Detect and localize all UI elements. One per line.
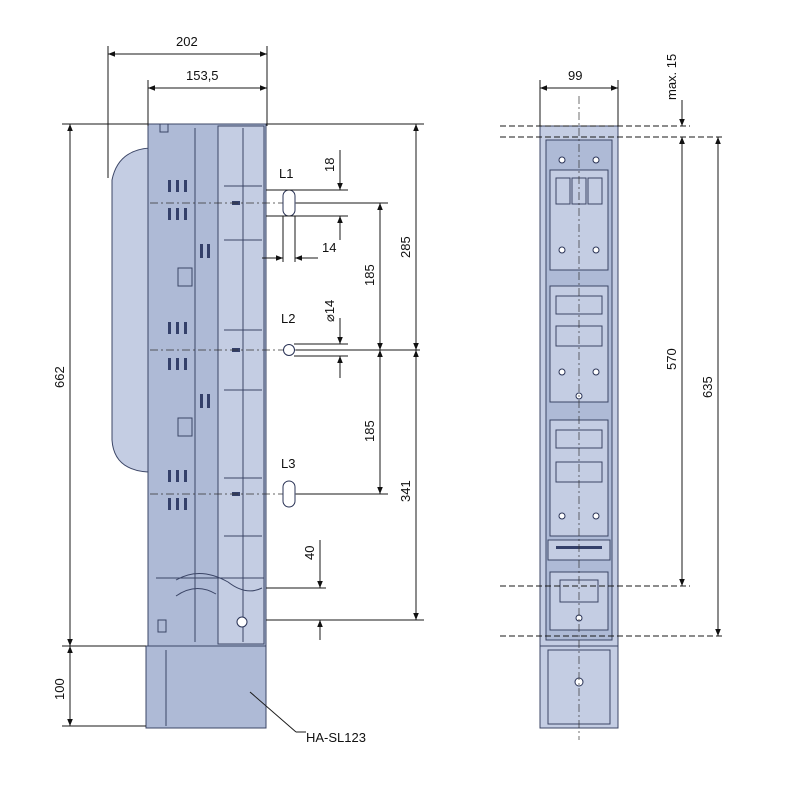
dim-phase-spacing-1: 185 [362,264,377,286]
dim-front-height-inner: 570 [664,348,679,370]
dim-upper-height: 285 [398,236,413,258]
phase-label-l2: L2 [281,311,295,326]
dim-height-total: 662 [52,366,67,388]
dim-width-body: 153,5 [186,68,219,83]
dim-lower-height: 341 [398,480,413,502]
phase-hole-l3 [282,480,296,508]
phase-label-l1: L1 [279,166,293,181]
phase-hole-l2 [283,344,295,356]
dim-height-base: 100 [52,678,67,700]
phase-label-l3: L3 [281,456,295,471]
front-view [539,96,619,740]
dim-front-width: 99 [568,68,582,83]
side-rear-panel [217,125,265,645]
dim-front-max: max. 15 [664,54,679,100]
vent-slots [168,180,210,510]
dim-terminal-offset: 40 [302,546,317,560]
side-base [145,645,267,729]
dim-hole-diameter: ⌀14 [322,300,337,322]
dim-pitch-top: 18 [322,158,337,172]
dim-pitch-side: 14 [322,240,336,255]
side-cover [111,125,151,473]
dim-front-height-outer: 635 [700,376,715,398]
side-view: L1 L2 L3 [111,123,300,729]
body-features [156,123,264,633]
phase-hole-l1 [282,189,296,217]
dim-width-total: 202 [176,34,198,49]
base-model-label: HA-SL123 [306,730,366,745]
front-dimensions: 99 max. 15 570 635 [500,54,724,637]
dim-phase-spacing-2: 185 [362,420,377,442]
side-dimensions: 202 153,5 662 100 18 14 185 185 [52,34,424,745]
